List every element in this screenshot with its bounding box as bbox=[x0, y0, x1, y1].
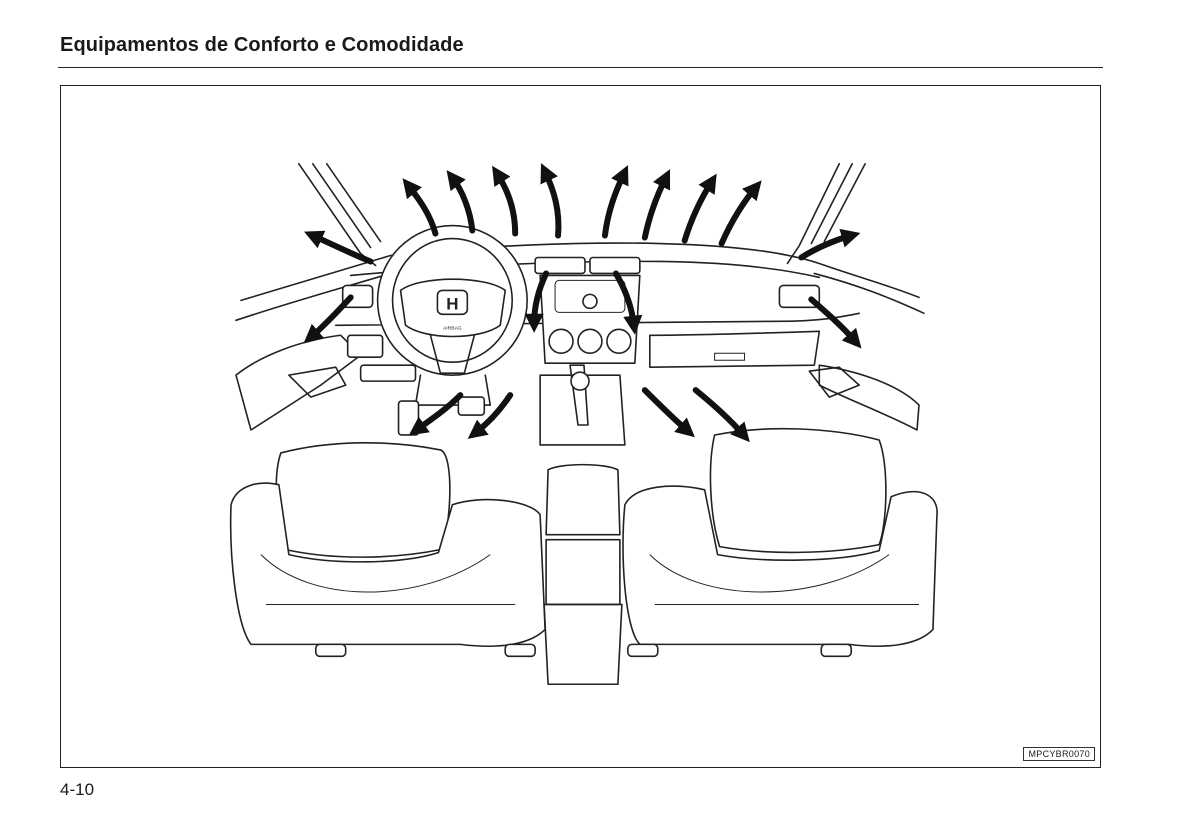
passenger-seat bbox=[622, 427, 938, 658]
page-title: Equipamentos de Conforto e Comodidade bbox=[60, 34, 464, 56]
pedals bbox=[397, 396, 486, 436]
page-number: 4-10 bbox=[60, 780, 95, 799]
airflow-arrows bbox=[303, 163, 862, 443]
center-stack bbox=[539, 274, 641, 446]
steering-wheel: H AIRBAG bbox=[376, 224, 528, 406]
windshield-frame bbox=[298, 162, 866, 267]
honda-logo-icon: H bbox=[436, 289, 469, 316]
steering-logo: H bbox=[446, 294, 458, 313]
figure-frame: H AIRBAG bbox=[60, 85, 1101, 768]
figure-code: MPCYBR0070 bbox=[1023, 747, 1095, 761]
driver-seat bbox=[229, 441, 546, 658]
airbag-label: AIRBAG bbox=[443, 325, 462, 331]
center-console bbox=[543, 463, 623, 686]
car-interior-airflow-illustration: H AIRBAG bbox=[229, 162, 938, 686]
header-divider bbox=[58, 67, 1103, 68]
